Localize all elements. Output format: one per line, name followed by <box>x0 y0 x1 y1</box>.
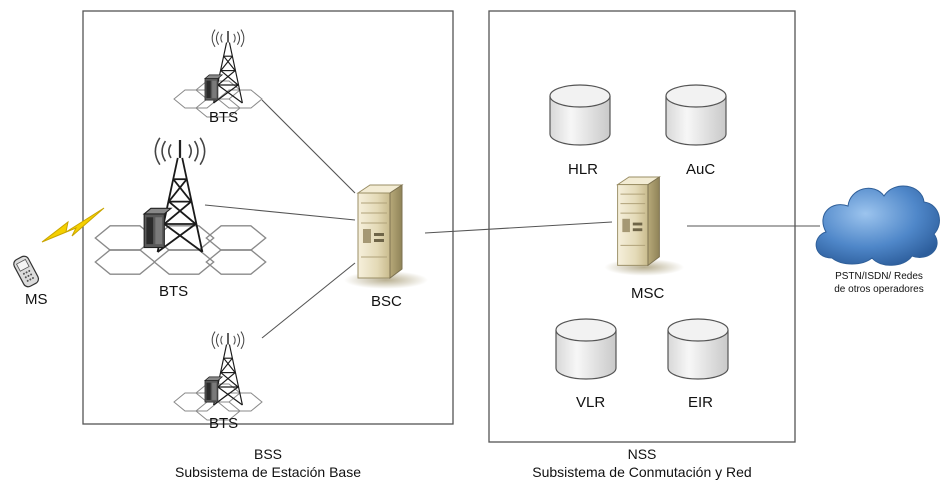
lightning-icon <box>41 207 105 243</box>
bss-caption: BSS Subsistema de Estación Base <box>118 445 418 481</box>
bts-middle-label: BTS <box>159 283 189 300</box>
eir-label: EIR <box>688 394 714 411</box>
bss-box <box>82 10 454 425</box>
link-bts-bottom-bsc <box>261 262 356 339</box>
cells-middle <box>94 225 267 275</box>
cloud-icon <box>815 185 940 266</box>
database-icon <box>665 84 727 146</box>
bsc-label: BSC <box>371 293 402 310</box>
link-bts-middle-bsc <box>204 204 356 221</box>
nss-subtitle: Subsistema de Conmutación y Red <box>532 464 752 480</box>
network-links <box>204 99 820 339</box>
hlr-label: HLR <box>568 161 599 178</box>
mobile-phone-icon <box>13 255 40 288</box>
link-bts-top-bsc <box>261 99 356 194</box>
nss-title: NSS <box>627 446 657 462</box>
cloud-label: PSTN/ISDN/ Redes de otros operadores <box>809 270 943 296</box>
bss-title: BSS <box>253 446 282 462</box>
server-rack-icon <box>603 176 685 277</box>
bss-subtitle: Subsistema de Estación Base <box>175 464 361 480</box>
auc-label: AuC <box>686 161 716 178</box>
server-rack-icon <box>343 184 429 290</box>
bts-bottom-label: BTS <box>209 415 239 432</box>
cloud-label-line2: de otros operadores <box>834 284 924 295</box>
ms-label: MS <box>25 291 48 308</box>
nss-caption: NSS Subsistema de Conmutación y Red <box>492 445 792 481</box>
vlr-label: VLR <box>576 394 606 411</box>
database-icon <box>667 318 729 380</box>
bts-top-label: BTS <box>209 109 239 126</box>
database-icon <box>555 318 617 380</box>
msc-label: MSC <box>631 285 665 302</box>
database-icon <box>549 84 611 146</box>
link-bsc-msc <box>424 221 613 234</box>
cloud-label-line1: PSTN/ISDN/ Redes <box>835 271 923 282</box>
cell-tower-icon <box>143 136 206 254</box>
